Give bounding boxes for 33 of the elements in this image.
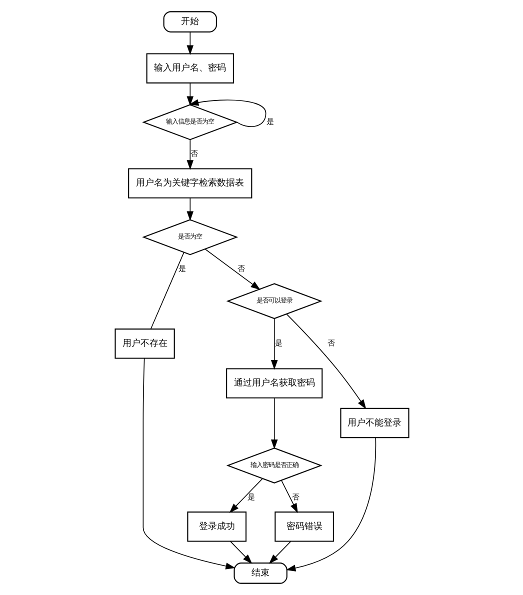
node-box: 通过用户名获取密码 bbox=[226, 368, 322, 398]
edge-label: 否 bbox=[327, 338, 334, 348]
arrow bbox=[270, 318, 278, 370]
node-box: 用户不能登录 bbox=[340, 408, 409, 438]
arrow bbox=[286, 314, 366, 410]
edge-label: 是 bbox=[178, 264, 186, 273]
arrow bbox=[228, 478, 262, 513]
edge-label: 是 bbox=[266, 116, 273, 126]
node-box: 密码错误 bbox=[274, 512, 334, 542]
node-box: 结束 bbox=[233, 562, 287, 584]
arrow bbox=[186, 140, 194, 170]
arrow bbox=[268, 541, 291, 564]
node-box: 开始 bbox=[162, 11, 216, 32]
node-box: 登录成功 bbox=[186, 512, 246, 542]
edge-label: 是 bbox=[246, 492, 254, 502]
arrow bbox=[186, 198, 194, 221]
edge-label: 否 bbox=[291, 492, 298, 502]
arrow bbox=[188, 99, 266, 127]
arrow bbox=[204, 248, 260, 290]
edge-label: 是 bbox=[274, 338, 282, 348]
arrow bbox=[270, 398, 278, 450]
arrow bbox=[186, 32, 194, 55]
connector bbox=[150, 252, 184, 330]
arrow bbox=[186, 82, 194, 106]
arrow bbox=[285, 437, 376, 572]
arrow bbox=[280, 480, 298, 514]
arrow bbox=[142, 358, 235, 570]
node-box: 用户名为关键字检索数据表 bbox=[128, 168, 252, 198]
arrow bbox=[230, 541, 252, 564]
node-box: 用户不存在 bbox=[114, 328, 174, 359]
edge-label: 否 bbox=[237, 264, 244, 273]
edge-label: 否 bbox=[190, 148, 198, 158]
node-box: 输入用户名、密码 bbox=[146, 53, 234, 84]
